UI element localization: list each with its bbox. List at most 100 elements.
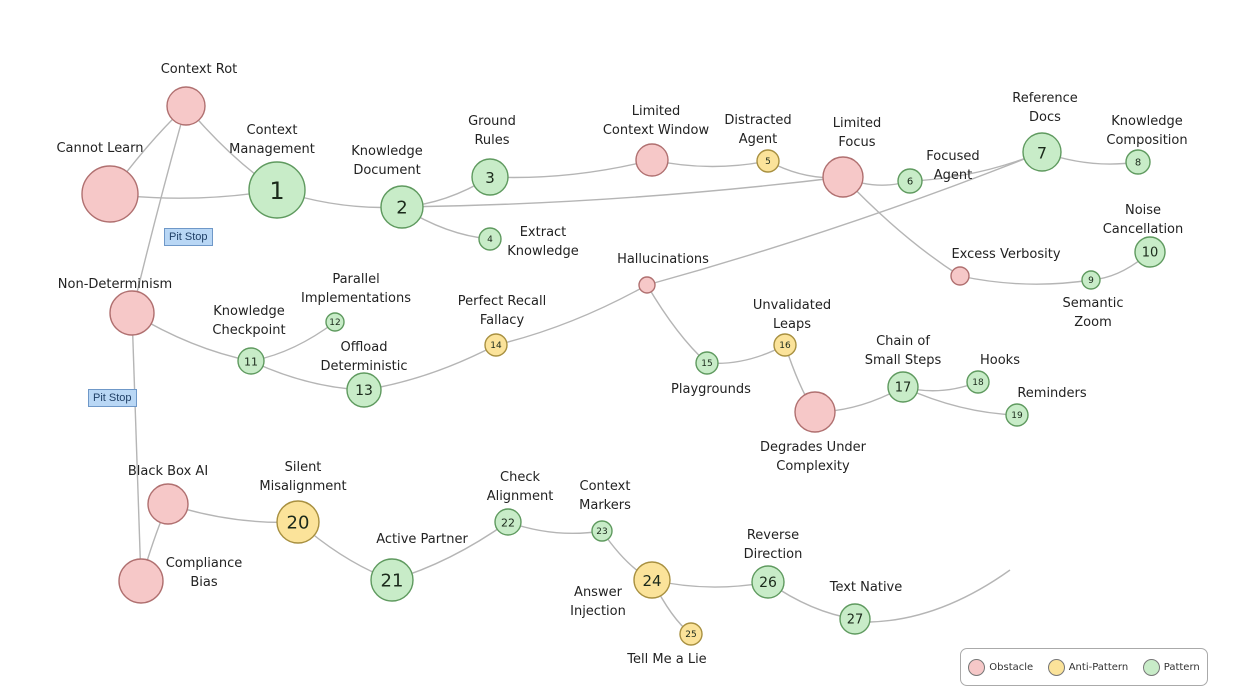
- obstacle-circle[interactable]: [638, 276, 656, 294]
- obstacle-circle[interactable]: [147, 483, 189, 525]
- pattern-circle[interactable]: [237, 347, 265, 375]
- obstacle-circle[interactable]: [794, 391, 836, 433]
- node-non-determinism[interactable]: Non-Determinism: [58, 277, 172, 336]
- pattern-circle[interactable]: [1022, 132, 1062, 172]
- pattern-circle[interactable]: [839, 603, 871, 635]
- pattern-circle[interactable]: [346, 372, 382, 408]
- pattern-circle[interactable]: [1134, 236, 1166, 268]
- pattern-circle[interactable]: [897, 168, 923, 194]
- pattern-circle[interactable]: [966, 370, 990, 394]
- obstacle-circle[interactable]: [950, 266, 970, 286]
- node-context-rot[interactable]: Context Rot: [161, 62, 238, 126]
- node-label: Docs: [1029, 110, 1061, 125]
- node-label: Silent: [285, 460, 322, 475]
- pattern-circle[interactable]: [1125, 149, 1151, 175]
- pattern-circle[interactable]: [380, 185, 424, 229]
- node-label: Distracted: [724, 113, 791, 128]
- node-hallucinations[interactable]: Hallucinations: [617, 252, 709, 294]
- obstacle-circle[interactable]: [118, 558, 164, 604]
- pattern-circle[interactable]: [494, 508, 522, 536]
- pit-stop-box: Pit Stop: [164, 228, 213, 246]
- obstacle-circle[interactable]: [81, 165, 139, 223]
- node-number: 13: [355, 383, 373, 399]
- node-number: 27: [847, 613, 864, 628]
- node-label: Deterministic: [321, 359, 408, 374]
- pattern-circle[interactable]: [695, 351, 719, 375]
- node-label: Misalignment: [259, 479, 346, 494]
- obstacle-circle[interactable]: [109, 290, 155, 336]
- pattern-circle[interactable]: [887, 371, 919, 403]
- node-label: Degrades Under: [760, 440, 867, 455]
- pattern-circle[interactable]: [325, 312, 345, 332]
- pattern-circle[interactable]: [248, 161, 306, 219]
- anti-pattern-circle[interactable]: [773, 333, 797, 357]
- obstacle-circle[interactable]: [635, 143, 669, 177]
- obstacle-circle[interactable]: [166, 86, 206, 126]
- anti-pattern-circle[interactable]: [633, 561, 671, 599]
- node-label: Ground: [468, 114, 516, 129]
- node-black-box-ai[interactable]: Black Box AI: [128, 464, 208, 525]
- connector-line: [842, 176, 961, 277]
- node-label: Zoom: [1074, 315, 1111, 330]
- node-excess-verbosity[interactable]: Excess Verbosity: [950, 247, 1061, 286]
- connector-line: [706, 344, 786, 365]
- node-label: Black Box AI: [128, 464, 208, 479]
- anti-pattern-circle[interactable]: [484, 333, 508, 357]
- pattern-circle[interactable]: [591, 520, 613, 542]
- pattern-circle[interactable]: [751, 565, 785, 599]
- connector-line: [646, 151, 1043, 286]
- node-label: Answer: [574, 585, 623, 600]
- node-number: 25: [685, 630, 696, 640]
- node-label: Reference: [1012, 91, 1077, 106]
- pattern-swatch: [1142, 658, 1160, 676]
- node-label: Direction: [744, 547, 803, 562]
- pattern-circle[interactable]: [1005, 403, 1029, 427]
- node-cannot-learn[interactable]: Cannot Learn: [56, 141, 144, 223]
- pattern-circle[interactable]: [478, 227, 502, 251]
- obstacle-circle[interactable]: [822, 156, 864, 198]
- anti-pattern-circle[interactable]: [679, 622, 703, 646]
- anti-pattern-circle[interactable]: [276, 500, 320, 544]
- anti-pattern-circle[interactable]: [756, 149, 780, 173]
- node-label: Checkpoint: [212, 323, 285, 338]
- node-label: Cannot Learn: [56, 141, 143, 156]
- pattern-circle[interactable]: [370, 558, 414, 602]
- node-number: 2: [396, 198, 407, 219]
- pattern-circle[interactable]: [471, 158, 509, 196]
- node-label: Context Rot: [161, 62, 238, 77]
- pattern-circle[interactable]: [1081, 270, 1101, 290]
